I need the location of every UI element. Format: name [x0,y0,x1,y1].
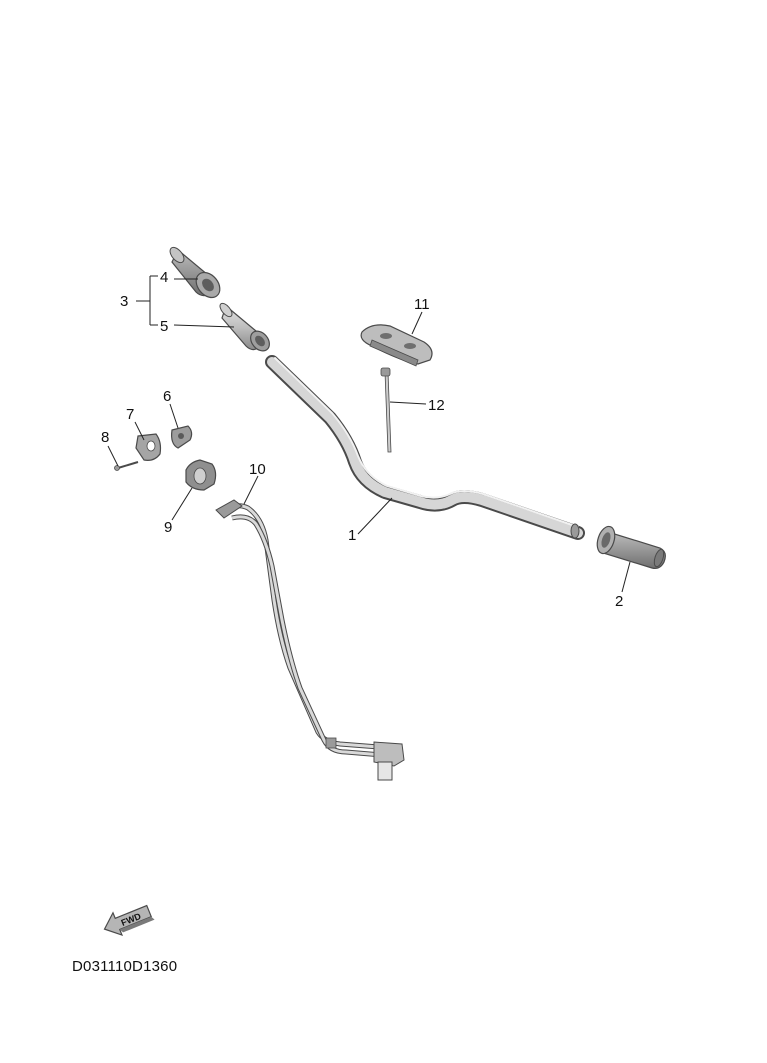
leader-lines [107,275,631,593]
callout-12: 12 [428,397,445,414]
callout-3: 3 [120,293,128,310]
throttle-tube [219,302,270,352]
callout-1: 1 [348,527,356,544]
fwd-arrow-icon: FWD [103,904,155,936]
cable-band [380,367,392,453]
holder-upper [171,425,193,449]
right-grip [596,525,666,569]
callout-8: 8 [101,429,109,446]
screw [114,461,139,471]
throttle-housing [185,459,217,491]
diagram-code: D031110D1360 [72,958,178,975]
left-grip [169,246,221,299]
callout-5: 5 [160,318,168,335]
callout-6: 6 [163,388,171,405]
callout-4: 4 [160,269,168,286]
callout-11: 11 [414,296,430,313]
callout-labels: 1 2 3 4 5 6 7 8 9 10 11 12 [101,269,623,610]
callout-9: 9 [164,519,172,536]
handlebar [265,355,585,540]
callout-10: 10 [249,461,266,478]
holder-lower [135,433,162,461]
callout-7: 7 [126,406,134,423]
handlebar-holder [360,324,433,367]
callout-2: 2 [615,593,623,610]
throttle-cable [215,499,405,781]
